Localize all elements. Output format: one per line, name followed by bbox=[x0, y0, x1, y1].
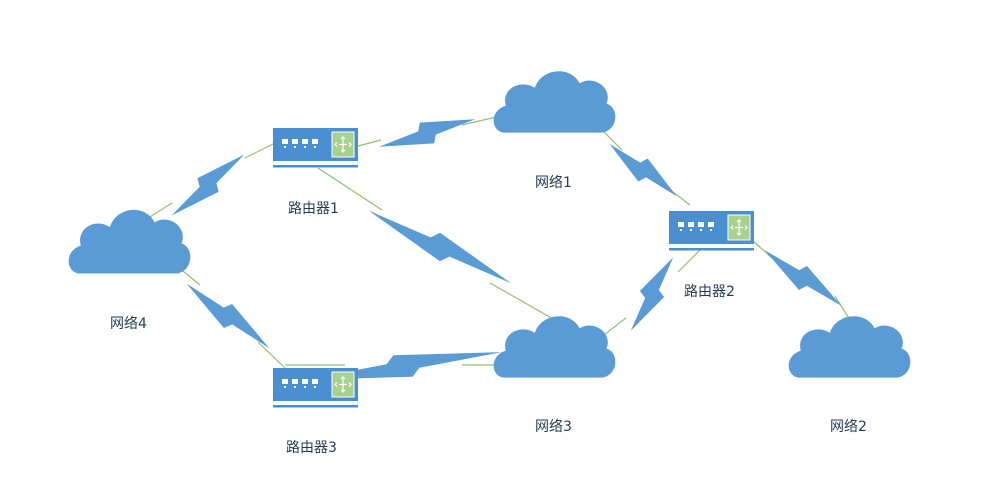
link-router1-network3-b bbox=[489, 282, 556, 321]
lightning-icon bbox=[620, 251, 684, 337]
cloud-icon bbox=[493, 71, 616, 133]
network-clouds bbox=[68, 71, 911, 378]
lightning-icon bbox=[602, 134, 684, 206]
network-3-label: 网络3 bbox=[535, 419, 572, 435]
lightning-icon bbox=[757, 240, 849, 316]
link-router2-network2-a bbox=[751, 239, 773, 259]
router-1-label: 路由器1 bbox=[288, 201, 339, 217]
router-icon bbox=[273, 128, 358, 168]
network-1-label: 网络1 bbox=[535, 175, 572, 191]
router-icon bbox=[669, 211, 754, 251]
lightning-icon bbox=[375, 107, 479, 159]
router-3-label: 路由器3 bbox=[286, 440, 337, 456]
link-router1-network3-a bbox=[317, 167, 383, 211]
lightning-icon bbox=[362, 199, 518, 295]
link-network3-router2-b bbox=[677, 249, 701, 273]
router-icon bbox=[273, 368, 358, 408]
router-3 bbox=[273, 368, 358, 408]
lightning-icon bbox=[163, 145, 253, 225]
router-2-label: 路由器2 bbox=[684, 284, 735, 300]
network-4-label: 网络4 bbox=[110, 316, 147, 332]
cloud-icon bbox=[493, 316, 616, 378]
router-2 bbox=[669, 211, 754, 251]
network-2-label: 网络2 bbox=[830, 419, 867, 435]
cloud-icon bbox=[788, 316, 911, 378]
link-router2-network2-b bbox=[834, 295, 851, 321]
link-network4-router3-b bbox=[257, 341, 286, 369]
router-1 bbox=[273, 128, 358, 168]
cloud-icon bbox=[68, 209, 191, 274]
link-router1-network1-a bbox=[357, 139, 382, 147]
link-network4-router1-b bbox=[244, 142, 276, 159]
